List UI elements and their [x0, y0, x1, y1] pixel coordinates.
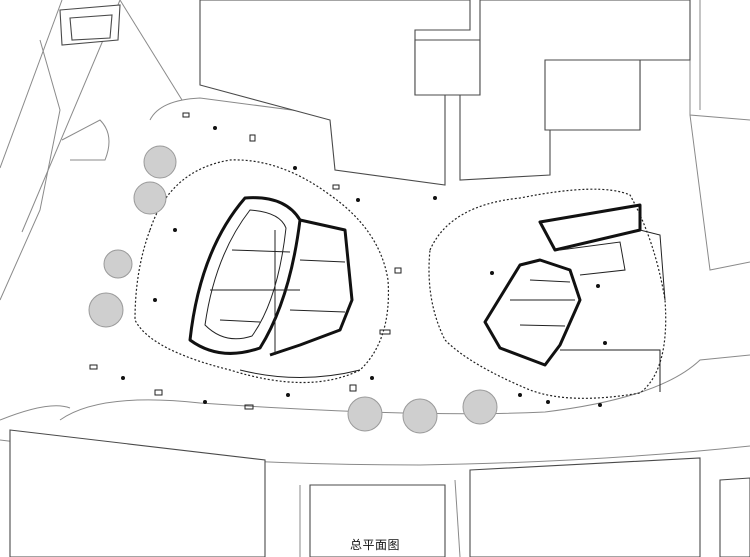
adjacent-buildings-north — [59, 0, 691, 186]
west-pavilion — [134, 159, 390, 384]
site-light-points — [121, 126, 607, 407]
site-furniture — [89, 112, 402, 410]
adjacent-buildings-south — [9, 429, 750, 557]
drawing-caption: 总平面图 — [349, 538, 400, 552]
east-pavilion — [428, 188, 667, 399]
trees — [88, 145, 498, 434]
